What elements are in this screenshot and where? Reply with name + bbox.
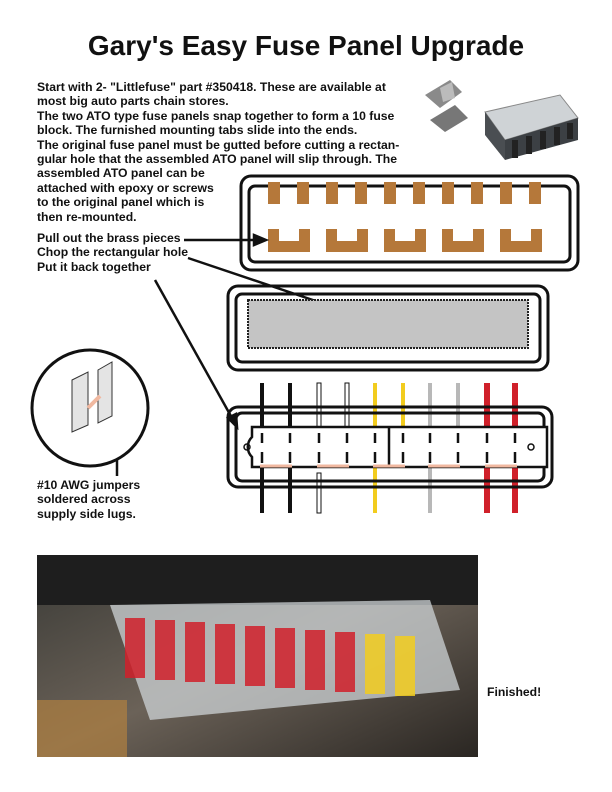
text-line: block. The furnished mounting tabs slide… — [37, 123, 358, 138]
fuse — [275, 628, 295, 688]
wired-panel — [226, 382, 554, 514]
text-line: to the original panel which is — [37, 195, 205, 210]
text-line: then re-mounted. — [37, 209, 137, 224]
page-title: Gary's Easy Fuse Panel Upgrade — [87, 30, 525, 61]
caption-line: supply side lugs. — [37, 506, 136, 521]
step-chop-hole: Chop the rectangular hole — [37, 245, 189, 260]
gutted-panel — [226, 284, 550, 372]
text-line: gular hole that the assembled ATO panel … — [37, 152, 398, 167]
mounting-tabs-photo — [425, 80, 468, 132]
caption-line: soldered across — [37, 492, 131, 507]
finished-label: Finished! — [487, 685, 542, 699]
brass-u-pieces — [268, 229, 542, 252]
original-panel-brass — [239, 174, 580, 272]
fuse — [395, 636, 415, 696]
text-line: assembled ATO panel can be — [37, 166, 205, 181]
wire — [316, 382, 322, 428]
fuse-block-photo — [484, 94, 579, 160]
text-line: attached with epoxy or screws — [37, 180, 214, 195]
wire — [344, 382, 350, 428]
step-reassemble: Put it back together — [37, 259, 151, 274]
text-line: The two ATO type fuse panels snap togeth… — [37, 108, 395, 123]
brass-tabs-top — [268, 182, 541, 204]
text-line: Start with 2- "Littlefuse" part #350418.… — [37, 80, 386, 94]
fuse — [185, 622, 205, 682]
wire — [316, 472, 322, 514]
caption-line: #10 AWG jumpers — [37, 478, 141, 492]
steps-text: Pull out the brass pieces Chop the recta… — [37, 231, 188, 274]
fuse — [245, 626, 265, 686]
fuse — [365, 634, 385, 694]
fuse — [125, 618, 145, 678]
text-line: The original fuse panel must be gutted b… — [37, 137, 400, 152]
text-line: most big auto parts chain stores. — [37, 94, 229, 109]
finished-photo — [37, 555, 478, 757]
jumper-detail-inset — [30, 348, 150, 468]
step-pull-brass: Pull out the brass pieces — [37, 231, 181, 245]
fuse — [335, 632, 355, 692]
fuse — [305, 630, 325, 690]
fuse — [155, 620, 175, 680]
fuse — [215, 624, 235, 684]
jumper-caption: #10 AWG jumpers soldered across supply s… — [37, 478, 140, 521]
intro-text: Start with 2- "Littlefuse" part #350418.… — [37, 80, 417, 224]
